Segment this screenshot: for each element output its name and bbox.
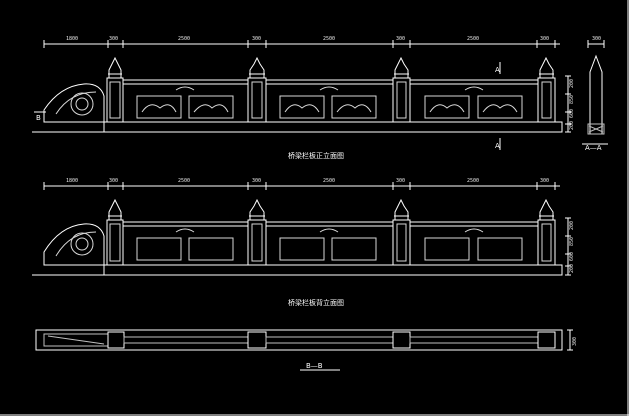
front-elevation-caption: 桥梁栏板正立面图 <box>288 151 344 160</box>
section-bb-side-dim: 300 <box>572 337 578 346</box>
front-post-4 <box>537 56 556 123</box>
section-bb-drawing <box>35 329 573 371</box>
front-side-dim-1: 200 <box>569 121 575 130</box>
section-aa-caption: A—A <box>585 144 602 152</box>
back-post-3 <box>392 198 411 266</box>
front-base-slab <box>103 121 563 133</box>
back-side-dim-2: 600 <box>569 252 575 261</box>
front-side-dimension <box>565 75 571 133</box>
back-side-dimension <box>565 217 571 276</box>
back-panel-1 <box>122 221 249 266</box>
front-panel-2 <box>265 79 394 123</box>
back-dim-8: 300 <box>540 178 549 184</box>
back-dim-3: 2500 <box>178 178 190 184</box>
front-dim-1: 1800 <box>66 36 78 42</box>
back-dim-2: 300 <box>109 178 118 184</box>
back-dimension-line <box>43 182 560 190</box>
back-dim-6: 300 <box>396 178 405 184</box>
back-panel-2 <box>265 221 394 266</box>
back-end-scroll-stone <box>43 223 105 266</box>
front-side-dim-labels: 200 600 850 200 <box>569 79 575 130</box>
back-dim-labels: 1800 300 2500 300 2500 300 2500 300 <box>66 178 549 184</box>
front-post-1 <box>106 56 124 123</box>
section-aa-drawing <box>582 40 608 145</box>
back-post-1 <box>106 198 124 266</box>
back-dim-4: 300 <box>252 178 261 184</box>
front-side-dim-2: 600 <box>569 109 575 118</box>
back-post-4 <box>537 198 556 266</box>
front-side-dim-4: 200 <box>569 79 575 88</box>
back-side-dim-labels: 200 600 850 200 <box>569 221 575 273</box>
front-dim-5: 2500 <box>323 36 335 42</box>
front-dim-7: 2500 <box>467 36 479 42</box>
back-panel-3 <box>409 221 539 266</box>
front-end-cut-label: B <box>36 114 41 122</box>
front-section-label-bottom: A <box>495 142 500 150</box>
section-aa-top-dim: 300 <box>592 36 601 42</box>
front-post-2 <box>247 56 267 123</box>
front-panel-3 <box>409 79 539 123</box>
back-side-dim-4: 200 <box>569 221 575 230</box>
front-elevation <box>32 40 571 150</box>
back-dim-5: 2500 <box>323 178 335 184</box>
back-side-dim-3: 850 <box>569 237 575 246</box>
front-dim-4: 300 <box>252 36 261 42</box>
front-end-scroll-stone <box>43 83 105 123</box>
back-elevation-caption: 桥梁栏板背立面图 <box>288 298 344 307</box>
front-side-dim-3: 850 <box>569 95 575 104</box>
front-dim-8: 300 <box>540 36 549 42</box>
front-section-label-top: A <box>495 66 500 74</box>
back-side-dim-1: 200 <box>569 264 575 273</box>
section-bb-caption: B—B <box>306 362 323 370</box>
front-panel-1 <box>122 79 249 123</box>
front-dim-3: 2500 <box>178 36 190 42</box>
front-dim-2: 300 <box>109 36 118 42</box>
back-base-slab <box>103 264 563 276</box>
back-post-2 <box>247 198 267 266</box>
back-dim-1: 1800 <box>66 178 78 184</box>
front-post-3 <box>392 56 411 123</box>
front-dimension-line <box>43 40 560 48</box>
front-dim-6: 300 <box>396 36 405 42</box>
front-dim-labels: 1800 300 2500 300 2500 300 2500 300 <box>66 36 549 42</box>
back-dim-7: 2500 <box>467 178 479 184</box>
back-elevation <box>32 182 571 276</box>
